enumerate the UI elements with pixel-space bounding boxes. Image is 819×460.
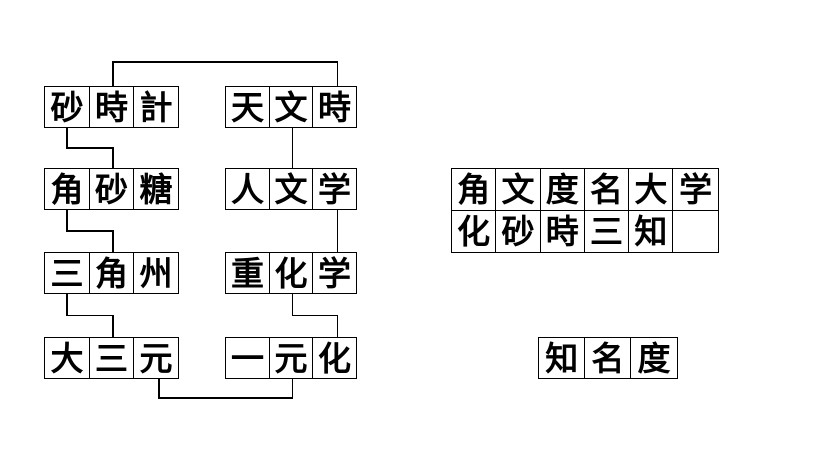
char-cell: 元 [133,337,179,379]
word-box-tenmonji: 天文時 [225,86,357,128]
char-cell: 学 [312,168,357,210]
word-box-juukagaku: 重化学 [225,252,357,294]
word-box-sankakusu: 三角州 [44,252,179,294]
connector-line-vertical [112,62,114,86]
char-cell: 元 [268,337,314,379]
bank-cell: 時 [540,210,585,253]
char-cell: 三 [88,337,135,379]
connector-line-horizontal [112,61,339,63]
bank-cell: 大 [629,169,674,211]
connector-line-vertical [66,210,68,231]
connector-line-vertical [158,379,160,398]
char-cell: 砂 [44,86,90,128]
char-cell: 糖 [133,168,179,210]
bank-cell: 角 [452,169,497,211]
char-cell: 文 [268,168,314,210]
char-cell: 三 [44,252,90,294]
char-cell: 学 [312,252,357,294]
connector-line-vertical [112,315,114,337]
word-box-kakuzatou: 角砂糖 [44,168,179,210]
char-cell: 文 [268,86,314,128]
connector-line-vertical [336,315,339,337]
char-cell: 時 [312,86,357,128]
bank-cell: 度 [540,169,585,211]
connector-line-vertical [336,62,339,86]
bank-cell: 三 [584,210,630,253]
answer-cell: 知 [538,337,586,379]
char-cell: 一 [225,337,270,379]
connector-line-horizontal [66,147,114,149]
bank-cell: 化 [452,210,497,253]
bank-cell: 砂 [496,210,541,253]
bank-cell: 文 [496,169,541,211]
char-cell: 角 [88,252,135,294]
bank-cell: 名 [584,169,630,211]
connector-line-horizontal [158,397,294,399]
word-box-jinbungaku: 人文学 [225,168,357,210]
answer-word-box: 知名度 [538,337,678,379]
answer-cell: 度 [630,337,678,379]
bank-cell: 学 [673,169,718,211]
char-cell: 角 [44,168,90,210]
connector-line-vertical [112,231,114,252]
char-cell: 化 [312,337,357,379]
answer-cell: 名 [584,337,632,379]
char-cell: 人 [225,168,270,210]
char-cell: 計 [133,86,179,128]
word-box-daisangen: 大三元 [44,337,179,379]
connector-line-horizontal [66,314,114,317]
char-cell: 時 [88,86,135,128]
bank-cell: 知 [629,210,674,253]
char-cell: 大 [44,337,90,379]
char-cell: 化 [268,252,314,294]
char-cell: 重 [225,252,270,294]
connector-line-vertical [112,148,114,168]
letter-bank-grid: 角文度名大学化砂時三知 [451,168,719,254]
connector-line-vertical [66,294,68,316]
char-cell: 天 [225,86,270,128]
word-box-sunadokei: 砂時計 [44,86,179,128]
bank-cell-empty [673,210,718,253]
word-box-ichigenka: 一元化 [225,337,357,379]
connector-line-vertical [291,128,294,168]
connector-line-horizontal [291,314,339,317]
connector-line-vertical [66,128,68,148]
char-cell: 州 [133,252,179,294]
connector-line-vertical [291,379,294,398]
connector-line-vertical [291,294,294,316]
connector-line-vertical [336,210,339,252]
connector-line-horizontal [66,230,114,232]
char-cell: 砂 [88,168,135,210]
